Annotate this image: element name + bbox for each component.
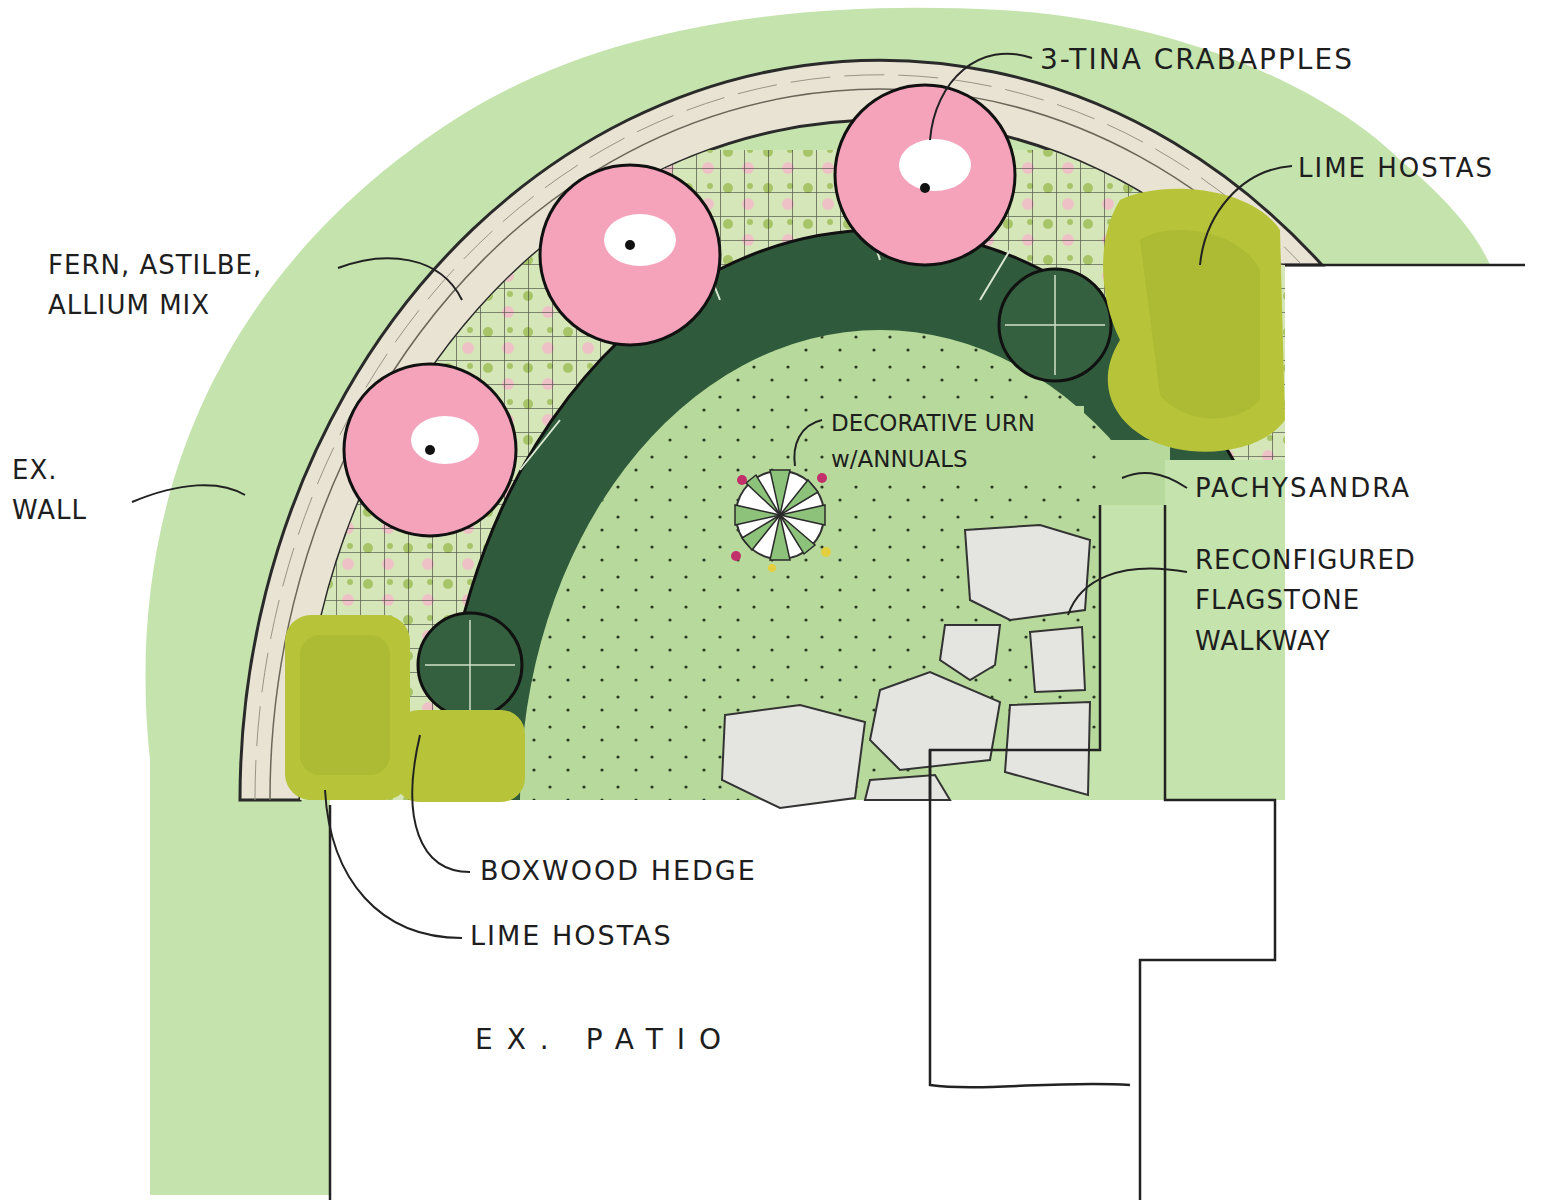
- hosta-clump: [285, 615, 410, 800]
- leader-line: [132, 485, 245, 502]
- planting-beds: [520, 330, 1240, 1203]
- flagstone: [865, 775, 950, 800]
- outline: [929, 750, 932, 800]
- urn: [821, 547, 831, 557]
- plant-label: LIME HOSTAS: [1298, 148, 1494, 188]
- urn: [731, 551, 741, 561]
- feature-label: DECORATIVE URN w/ANNUALS: [828, 406, 1084, 477]
- flagstone: [722, 525, 1090, 808]
- hosta-clump: [395, 710, 525, 802]
- leader-line: [794, 420, 822, 466]
- plant-label: FERN, ASTILBE, ALLIUM MIX: [48, 245, 338, 326]
- leader-line: [1200, 166, 1292, 265]
- urn: [780, 515, 815, 554]
- leader-line: [325, 790, 462, 938]
- crabapple-tree: [425, 445, 435, 455]
- hosta-clump: [285, 189, 1285, 802]
- outline: [329, 805, 332, 1200]
- outline: [1285, 264, 1525, 267]
- flagstone: [1030, 627, 1085, 692]
- leader-line: [1122, 473, 1187, 488]
- boxwood-shrub: [1005, 275, 1105, 375]
- pachysandra-band: [440, 230, 1320, 1203]
- hosta-clump: [1103, 189, 1285, 452]
- lawn: [520, 330, 1240, 1203]
- planting-beds: [250, 150, 1350, 1203]
- leader-line: [930, 54, 1032, 140]
- hosta-clump: [300, 635, 390, 775]
- outline: [330, 265, 1525, 1200]
- leader-line: [338, 258, 462, 300]
- boxwood-shrub: [425, 620, 515, 710]
- urn: [768, 564, 776, 572]
- urn: [780, 480, 818, 515]
- flagstone: [940, 625, 1000, 680]
- urn: [817, 473, 827, 483]
- urn: [736, 471, 824, 559]
- leader-line: [132, 54, 1292, 938]
- urn: [746, 475, 780, 515]
- plant-label: 3-TINA CRABAPPLES: [1040, 38, 1354, 81]
- plant-label: BOXWOOD HEDGE: [480, 850, 757, 892]
- crabapple-tree: [625, 240, 635, 250]
- flagstone: [1005, 702, 1090, 795]
- plant-label: PACHYSANDRA: [1195, 468, 1411, 508]
- urn: [737, 475, 747, 485]
- flagstone: [870, 672, 1000, 770]
- leader-line: [1068, 569, 1187, 615]
- boxwood-shrub: [999, 269, 1111, 381]
- crabapple-tree: [540, 165, 720, 345]
- leader-line: [412, 735, 470, 872]
- urn: [731, 470, 831, 572]
- crabapple-tree: [411, 416, 479, 464]
- crabapple-tree: [344, 364, 516, 536]
- plant-label: LIME HOSTAS: [470, 915, 673, 957]
- existing-label: EX. PATIO: [475, 1018, 735, 1061]
- crabapple-tree: [835, 85, 1015, 265]
- urn: [742, 515, 780, 550]
- outline: [930, 505, 1130, 1087]
- hardscape-label: RECONFIGURED FLAGSTONE WALKWAY: [1195, 540, 1495, 661]
- boxwood-shrub: [418, 613, 522, 717]
- existing-label: EX. WALL: [12, 450, 127, 531]
- boxwood-shrub: [418, 269, 1111, 717]
- crabapple-tree: [604, 214, 676, 266]
- flagstone: [722, 705, 865, 808]
- urn: [735, 470, 825, 560]
- crabapple-tree: [920, 183, 930, 193]
- crabapple-tree: [899, 139, 971, 191]
